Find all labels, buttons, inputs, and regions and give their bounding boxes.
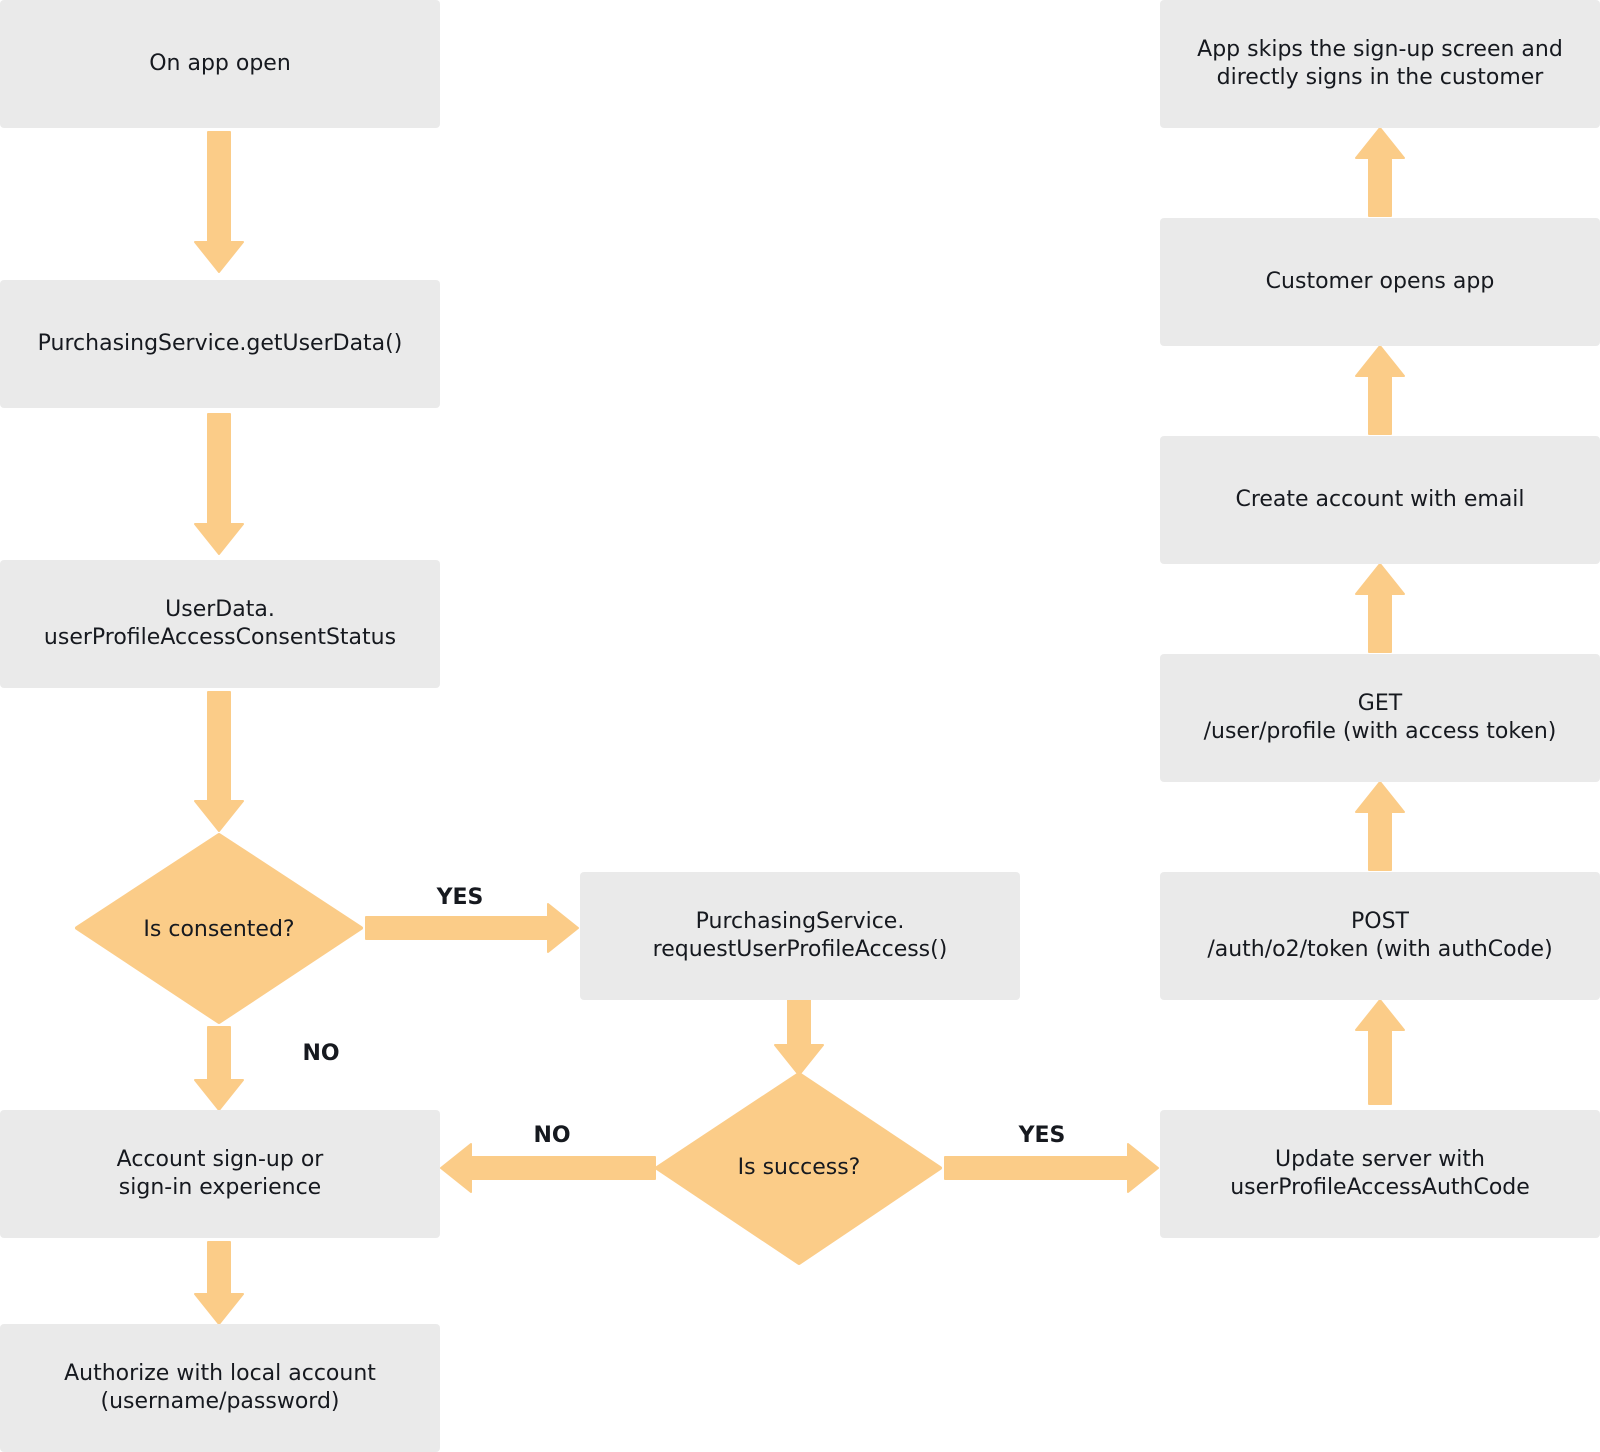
success-no-label: NO bbox=[533, 1123, 571, 1148]
authorize-local-box: Authorize with local account (username/p… bbox=[0, 1324, 440, 1452]
arrow-post-to-getprofile bbox=[1355, 781, 1405, 871]
account-signup-box: Account sign-up or sign-in experience bbox=[0, 1110, 440, 1238]
is-consented-diamond bbox=[75, 833, 363, 1024]
update-server-box: Update server with userProfileAccessAuth… bbox=[1160, 1110, 1600, 1238]
post-token-line-1: POST bbox=[1351, 909, 1409, 934]
get-profile-box: GET /user/profile (with access token) bbox=[1160, 654, 1600, 782]
authorize-local-line-1: Authorize with local account bbox=[64, 1361, 376, 1386]
request-access-box: PurchasingService. requestUserProfileAcc… bbox=[580, 872, 1020, 1000]
request-access-line-1: PurchasingService. bbox=[695, 909, 905, 934]
account-signup-line-1: Account sign-up or bbox=[116, 1147, 324, 1172]
customer-opens-line-1: Customer opens app bbox=[1265, 269, 1495, 294]
arrow-isconsented-yes bbox=[365, 903, 579, 953]
post-token-line-2: /auth/o2/token (with authCode) bbox=[1207, 937, 1553, 962]
arrow-isconsented-no bbox=[194, 1026, 244, 1111]
arrow-getuserdata-to-consent bbox=[194, 413, 244, 555]
success-yes-label: YES bbox=[1018, 1123, 1066, 1148]
app-skips-line-2: directly signs in the customer bbox=[1216, 65, 1544, 90]
request-access-line-2: requestUserProfileAccess() bbox=[652, 937, 948, 962]
get-user-data-box: PurchasingService.getUserData() bbox=[0, 280, 440, 408]
consented-no-label: NO bbox=[302, 1041, 340, 1066]
account-signup-line-2: sign-in experience bbox=[118, 1175, 322, 1200]
app-skips-line-1: App skips the sign-up screen and bbox=[1197, 37, 1563, 62]
arrow-issuccess-yes bbox=[944, 1143, 1159, 1193]
consent-status-line-2: userProfileAccessConsentStatus bbox=[43, 625, 397, 650]
arrow-signup-to-authorize bbox=[194, 1241, 244, 1325]
update-server-line-2: userProfileAccessAuthCode bbox=[1230, 1175, 1530, 1200]
arrow-customer-to-appskips bbox=[1355, 127, 1405, 217]
app-skips-box: App skips the sign-up screen and directl… bbox=[1160, 0, 1600, 128]
is-consented-text: Is consented? bbox=[143, 917, 295, 942]
is-success-diamond bbox=[655, 1072, 942, 1265]
get-user-data-line-1: PurchasingService.getUserData() bbox=[37, 331, 403, 356]
post-token-box: POST /auth/o2/token (with authCode) bbox=[1160, 872, 1600, 1000]
is-success-text: Is success? bbox=[737, 1155, 861, 1180]
consent-status-box: UserData. userProfileAccessConsentStatus bbox=[0, 560, 440, 688]
authorize-local-line-2: (username/password) bbox=[100, 1389, 340, 1414]
customer-opens-box: Customer opens app bbox=[1160, 218, 1600, 346]
update-server-line-1: Update server with bbox=[1275, 1147, 1485, 1172]
on-app-open-line-1: On app open bbox=[149, 51, 291, 76]
create-account-box: Create account with email bbox=[1160, 436, 1600, 564]
arrow-create-to-customer bbox=[1355, 345, 1405, 435]
arrow-update-to-post bbox=[1355, 999, 1405, 1105]
arrow-request-to-issuccess bbox=[774, 996, 824, 1076]
arrow-issuccess-no bbox=[440, 1143, 656, 1193]
consent-status-line-1: UserData. bbox=[165, 597, 275, 622]
get-profile-line-2: /user/profile (with access token) bbox=[1203, 719, 1557, 744]
consented-yes-label: YES bbox=[436, 885, 484, 910]
on-app-open-box: On app open bbox=[0, 0, 440, 128]
get-profile-line-1: GET bbox=[1357, 691, 1403, 716]
arrow-open-to-getuserdata bbox=[194, 131, 244, 273]
create-account-line-1: Create account with email bbox=[1235, 487, 1525, 512]
arrow-consent-to-isconsented bbox=[194, 691, 244, 832]
arrow-getprofile-to-create bbox=[1355, 563, 1405, 653]
